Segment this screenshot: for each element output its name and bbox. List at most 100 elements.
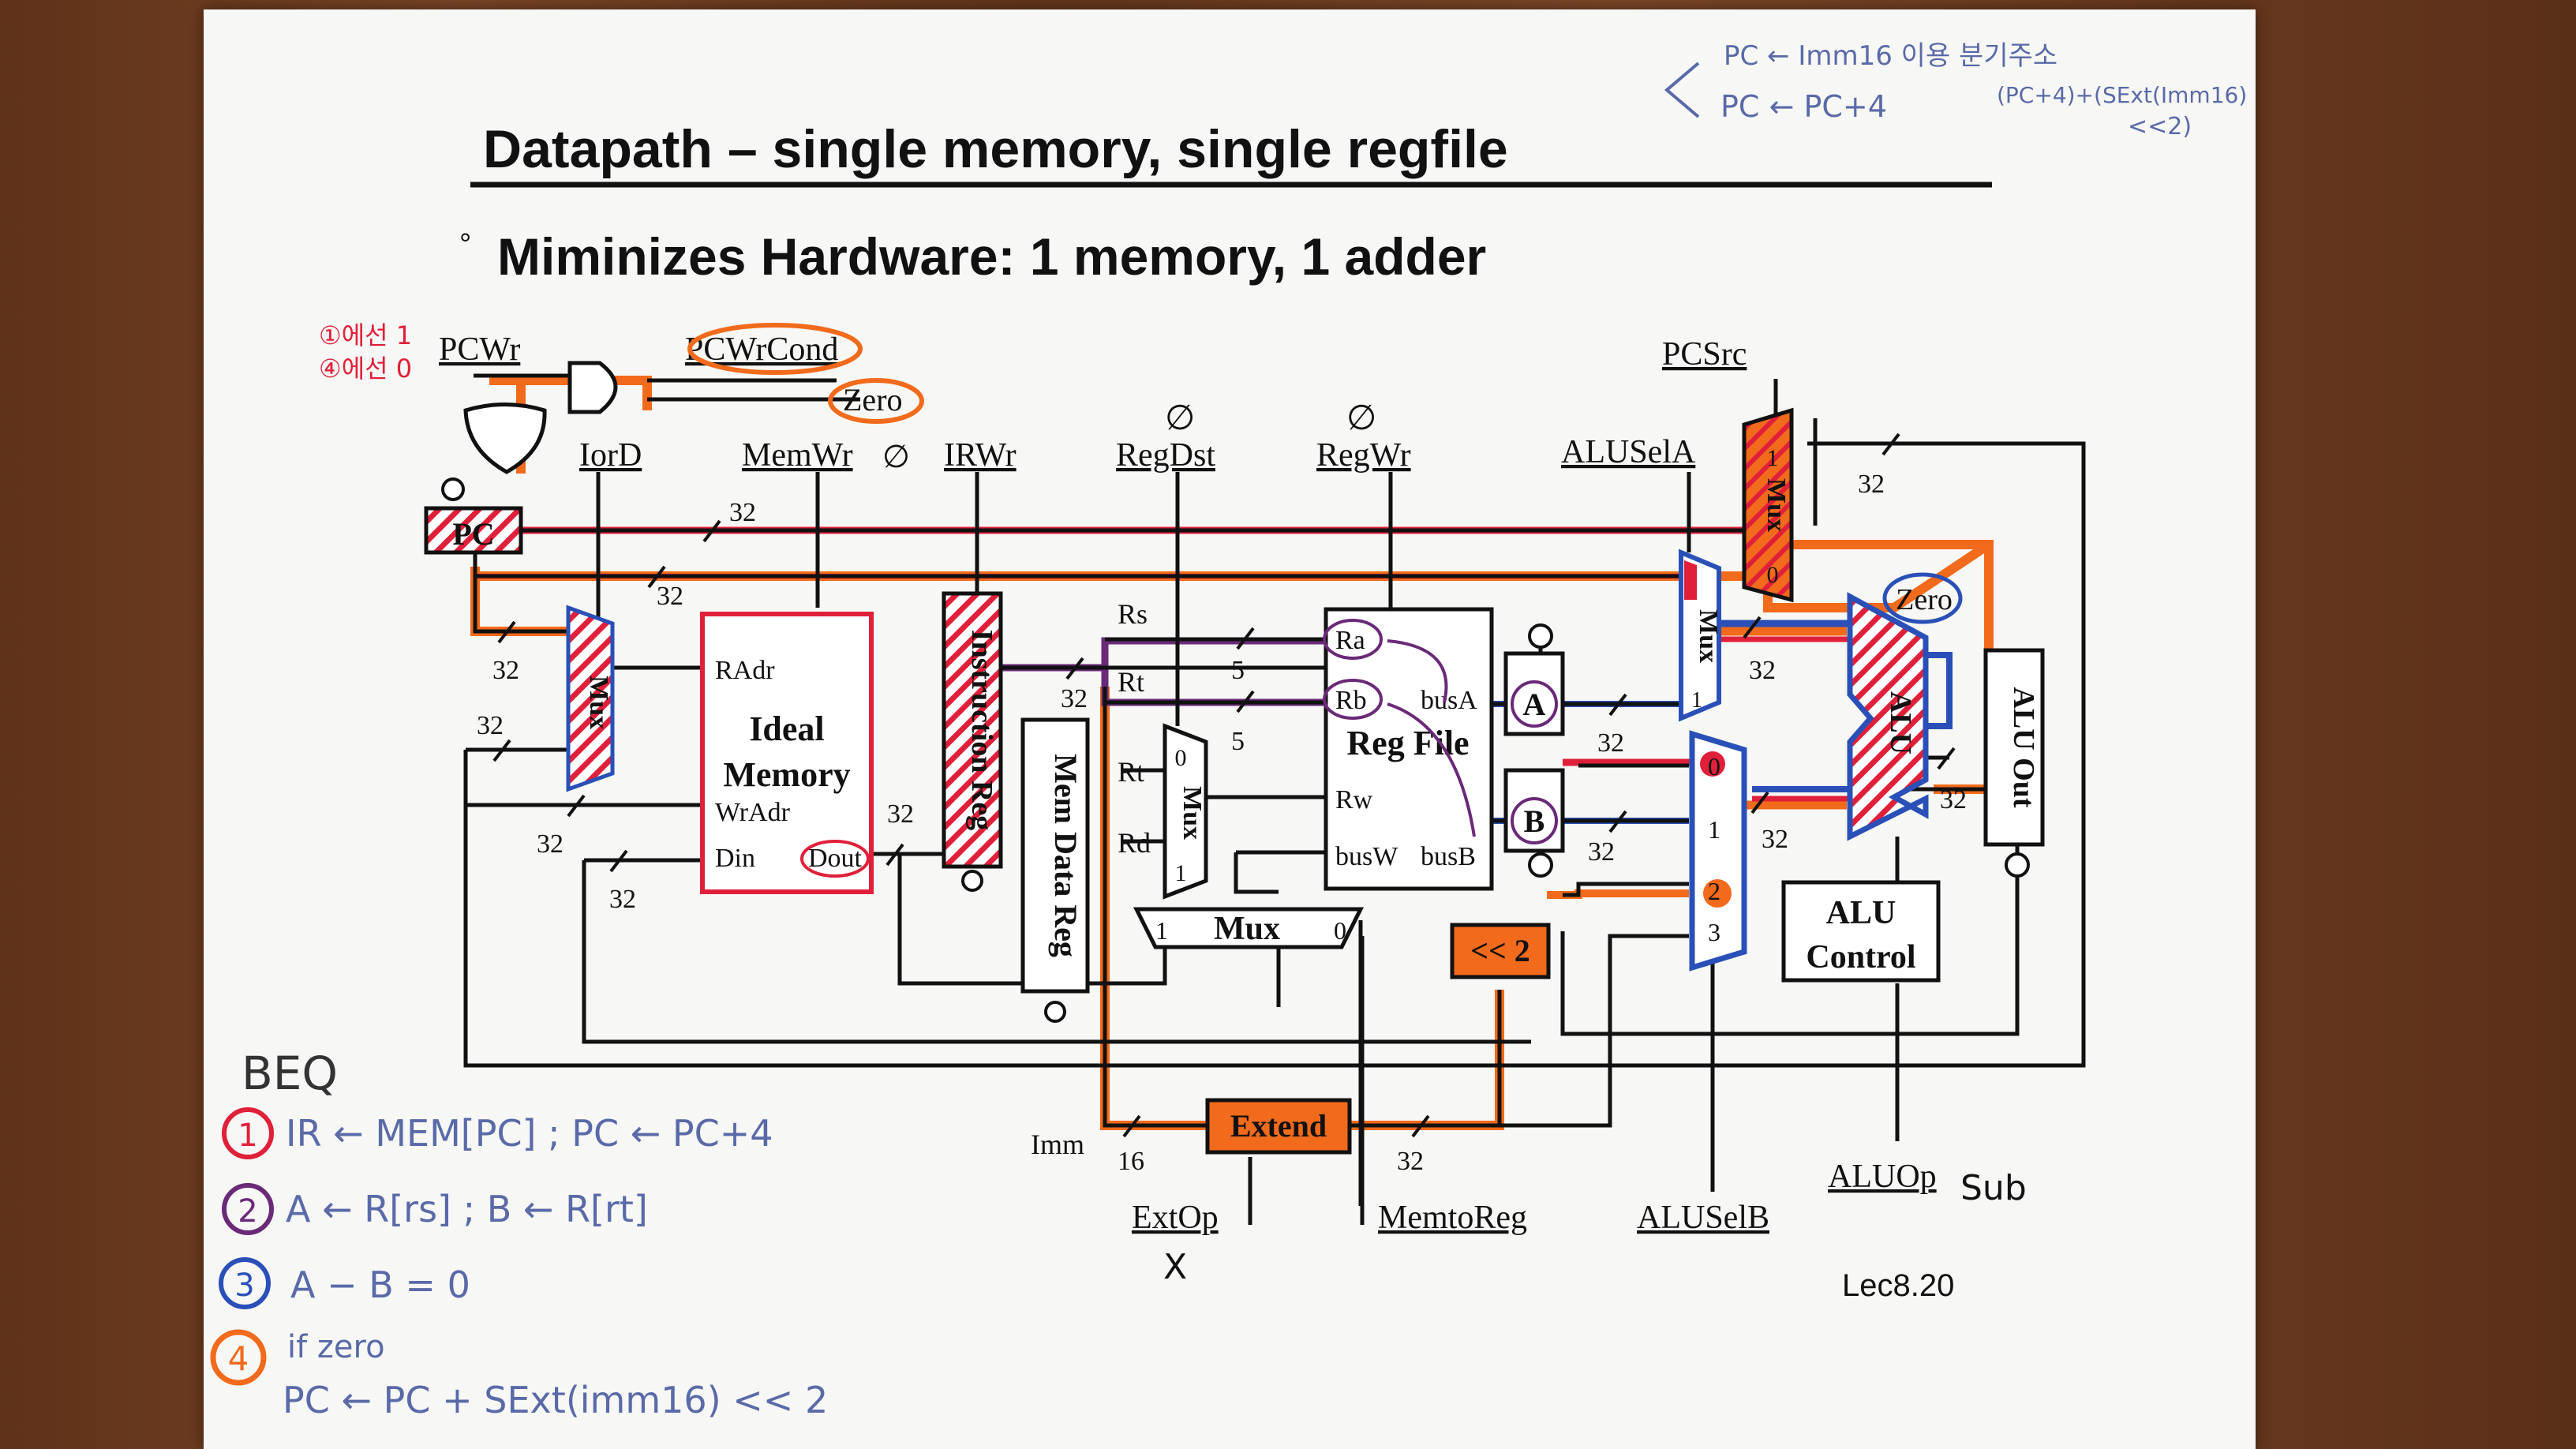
or-gate [463, 402, 547, 474]
signal-aluop: ALUOp [1828, 1159, 1937, 1195]
width-pc-mux: 32 [657, 582, 683, 611]
rb-circle [1323, 679, 1383, 720]
dout-circle [800, 840, 870, 878]
alu-out-label: ALU Out [2007, 687, 2040, 807]
signal-memtoreg: MemtoReg [1378, 1200, 1527, 1236]
aluselA-mux-in1: 1 [1691, 688, 1702, 713]
step3-circle [219, 1257, 271, 1309]
b-clock [1528, 852, 1553, 878]
width-mux-in1: 32 [477, 711, 504, 740]
regfile-rb: Rb [1335, 686, 1367, 715]
note-bracket [1664, 62, 1700, 118]
bullet-text: Miminizes Hardware: 1 memory, 1 adder [497, 227, 1486, 286]
width-ra: 5 [1231, 656, 1245, 685]
pc-label: PC [452, 516, 494, 552]
alu-control-line1: ALU [1826, 895, 1896, 931]
memory-wradr: WrAdr [715, 798, 791, 827]
aluselB-mux-in0: 0 [1708, 752, 1720, 781]
alu-out-clock [2005, 852, 2030, 878]
regfile-busb: busB [1421, 842, 1476, 871]
ra-circle [1323, 619, 1383, 660]
bus-ticks [492, 432, 1956, 1138]
pcsrc-mux-in0: 0 [1767, 562, 1779, 588]
note-aluop-value: Sub [1960, 1168, 2027, 1208]
memory-din: Din [715, 844, 755, 873]
signal-regdst: RegDst [1116, 437, 1215, 474]
rt-label: Rt [1118, 666, 1144, 698]
memory-title-1: Ideal [749, 710, 824, 748]
note-extop-value: X [1163, 1247, 1187, 1287]
width-alu-a: 32 [1749, 656, 1776, 685]
iord-mux [566, 605, 615, 792]
memtoreg-mux-label: Mux [1214, 911, 1280, 947]
width-busa: 32 [1597, 728, 1624, 758]
aluselA-mux-hatch [1684, 560, 1697, 600]
shift-left-2 [1450, 923, 1551, 979]
note-pcwr-1: ①에선 1 [319, 320, 412, 350]
memory-title-2: Memory [723, 755, 850, 794]
signal-zero: Zero [843, 382, 903, 417]
memory-radr: RAdr [715, 656, 775, 685]
alu-zero-circle [1882, 572, 1963, 624]
register-file [1324, 607, 1494, 891]
note-top-3: (PC+4)+(SExt(Imm16) [1997, 82, 2247, 108]
iord-mux-label: Mux [584, 676, 613, 729]
alu-control [1781, 880, 1941, 983]
regfile-busa: busA [1421, 686, 1477, 715]
note-regwr-value: ∅ [1346, 398, 1376, 438]
bullet-marker: ° [459, 228, 471, 261]
memtoreg-mux [1133, 907, 1365, 949]
aluselB-mux-in3: 3 [1708, 918, 1720, 946]
pcsrc-mux-label: Mux [1762, 478, 1791, 532]
note-top-2: PC ← PC+4 [1720, 89, 1887, 124]
step3-number: 3 [234, 1267, 254, 1304]
a-clock [1528, 623, 1553, 649]
memtoreg-mux-in0: 0 [1334, 916, 1346, 945]
regfile-ra: Ra [1335, 626, 1365, 655]
signal-extop: ExtOp [1132, 1200, 1219, 1236]
pcsrc-mux [1742, 407, 1794, 603]
register-a-label: A [1523, 687, 1546, 722]
ir-clock [961, 870, 983, 892]
signal-imm: Imm [1031, 1129, 1084, 1160]
regdst-mux-in0: 0 [1175, 745, 1187, 771]
alu-label: ALU [1884, 691, 1917, 754]
step1-circle [222, 1107, 274, 1159]
signal-iord: IorD [579, 437, 642, 474]
regdst-mux [1163, 723, 1208, 900]
width-dout: 32 [887, 799, 914, 829]
width-imm16: 16 [1118, 1147, 1144, 1176]
note-memwr-value: ∅ [882, 439, 910, 475]
regdst-mux-label: Mux [1178, 786, 1207, 840]
slide-title: Datapath – single memory, single regfile [483, 119, 1508, 179]
instruction-register [942, 591, 1003, 869]
rt2-label: Rt [1118, 756, 1144, 788]
regfile-rw: Rw [1335, 785, 1373, 814]
memtoreg-mux-in1: 1 [1155, 916, 1168, 945]
alu-control-line2: Control [1806, 939, 1915, 975]
regdst-mux-in1: 1 [1175, 860, 1187, 886]
width-extend-out: 32 [1397, 1147, 1424, 1176]
shift-left-2-label: << 2 [1470, 933, 1530, 968]
aluselB-mux [1689, 730, 1747, 972]
step3-text: A − B = 0 [290, 1264, 470, 1306]
sign-extend [1205, 1098, 1352, 1155]
step2-circle [222, 1183, 274, 1235]
aluselB-in2-mark [1703, 879, 1732, 908]
signal-irwr: IRWr [944, 437, 1017, 474]
mem-data-reg-label: Mem Data Reg [1048, 754, 1084, 957]
pcsrc-mux-in1: 1 [1767, 445, 1779, 471]
aluselB-mux-in1: 1 [1708, 815, 1720, 844]
aluselB-in0-mark [1700, 751, 1725, 777]
a-circle [1511, 680, 1558, 728]
mem-data-register [1020, 717, 1090, 994]
width-pcsrc-in1: 32 [1858, 470, 1885, 499]
rb-arrow [1387, 702, 1476, 837]
note-regdst-value: ∅ [1165, 398, 1195, 438]
step1-text: IR ← MEM[PC] ; PC ← PC+4 [286, 1112, 773, 1155]
zero-circle [828, 378, 924, 424]
width-ir-out: 32 [1061, 684, 1088, 713]
step2-text: A ← R[rs] ; B ← R[rt] [286, 1188, 648, 1230]
pc-register [424, 506, 523, 555]
